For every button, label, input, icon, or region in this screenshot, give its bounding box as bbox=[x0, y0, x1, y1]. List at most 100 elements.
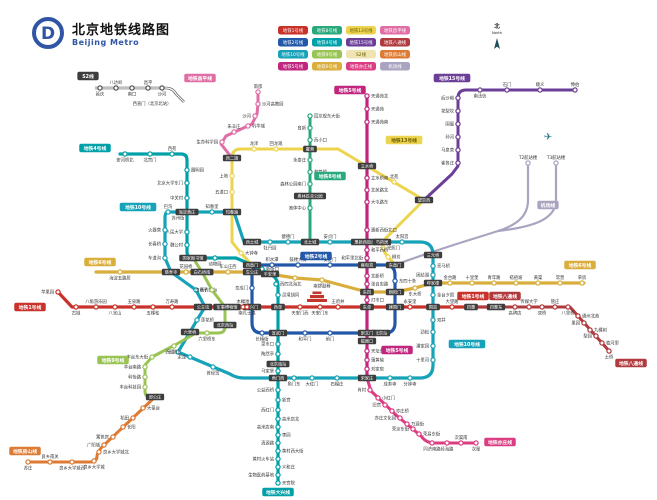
station-badge-label: 北京西站 bbox=[217, 322, 234, 329]
station-dot bbox=[184, 195, 190, 201]
legend-label: 地铁13号线 bbox=[349, 27, 373, 34]
station-dot bbox=[397, 415, 403, 421]
station: 同济南路 bbox=[423, 440, 441, 453]
station-dot bbox=[184, 229, 190, 235]
station-label: 西小口 bbox=[314, 137, 327, 144]
station-label: 中关村 bbox=[170, 195, 184, 202]
line-name-badge-label: 地铁2号线 bbox=[305, 253, 328, 260]
station-badge: 四惠东 bbox=[486, 303, 506, 311]
station: 花园桥 bbox=[180, 263, 193, 275]
station-dot bbox=[307, 169, 313, 175]
station: 回龙观 bbox=[270, 140, 283, 152]
station: 西小口 bbox=[307, 137, 327, 144]
map-extra-label: 西直门（北京北站） bbox=[133, 100, 172, 107]
station-dot bbox=[364, 348, 370, 354]
legend-label: 地铁6号线 bbox=[317, 63, 338, 70]
line-path bbox=[496, 161, 558, 233]
station: 五道口 bbox=[215, 189, 235, 196]
station-label: 十里堡 bbox=[466, 274, 480, 281]
line-path bbox=[422, 88, 577, 202]
station: 土桥 bbox=[605, 348, 614, 361]
station: 顺义 bbox=[536, 82, 545, 93]
station-dot bbox=[147, 151, 153, 157]
station-badge: 四惠 bbox=[464, 303, 478, 311]
station-badge: 公主坟 bbox=[193, 303, 213, 311]
station-label: 木樨地 bbox=[237, 298, 251, 305]
station-label: 万源街 bbox=[411, 421, 425, 428]
legend-label: 地铁亦庄线 bbox=[350, 63, 373, 70]
station-label: 次渠南 bbox=[455, 434, 469, 441]
station-label: 稻田 bbox=[120, 415, 129, 422]
legend-item: 地铁2号线 bbox=[278, 38, 308, 47]
station: 新宫 bbox=[275, 397, 291, 404]
line-name-badge: 地铁房山线 bbox=[9, 446, 41, 456]
station: 亦庄桥 bbox=[389, 408, 410, 415]
tiananmen-icon bbox=[307, 291, 327, 302]
station-dot bbox=[391, 179, 397, 185]
station: 清源路 bbox=[261, 440, 281, 447]
station-dot bbox=[410, 426, 416, 432]
station-dot bbox=[295, 262, 301, 268]
station-badge-label: 东单 bbox=[363, 304, 371, 311]
station-label: 火器营 bbox=[148, 227, 162, 234]
station-badge-label: 北京南站 bbox=[270, 361, 287, 368]
station-dot bbox=[96, 449, 102, 455]
station: 南口 bbox=[128, 85, 136, 98]
line-line15-stations: 崔各庄马泉营孙河国展花梨坎后沙峪南法信石门顺义俸伯 bbox=[441, 81, 579, 166]
station-label: 和平西桥 bbox=[371, 247, 389, 254]
legend-item: 地铁8号线 bbox=[312, 26, 342, 35]
station-dot bbox=[512, 304, 518, 310]
station-badge-label: 呼家楼 bbox=[427, 280, 440, 287]
station: 良乡大学城 bbox=[83, 458, 105, 471]
station-label: 森林公园南门 bbox=[280, 181, 306, 188]
station: 万寿路 bbox=[166, 298, 179, 310]
station-label: 临河里 bbox=[606, 340, 620, 347]
legend: 地铁1号线地铁8号线地铁13号线地铁昌平线地铁2号线地铁4号线地铁15号线地铁八… bbox=[278, 26, 410, 71]
station-dot bbox=[175, 349, 181, 355]
station-dot bbox=[275, 292, 281, 298]
station-label: 天坛东门 bbox=[371, 348, 388, 355]
station-badge: 郭公庄 bbox=[145, 393, 165, 401]
legend-item: S2线 bbox=[346, 50, 376, 59]
line-name-badge: 地铁八通线 bbox=[615, 358, 647, 368]
legend-swatch bbox=[346, 62, 376, 71]
line-name-badge: 地铁亦庄线 bbox=[484, 437, 516, 447]
station-label: 知春里 bbox=[206, 203, 220, 210]
station-badge-label: 崇文门 bbox=[361, 330, 374, 337]
station-dot bbox=[291, 375, 297, 381]
station: 首经贸 bbox=[207, 364, 220, 377]
station-dot bbox=[275, 440, 281, 446]
station-badge: 知春路 bbox=[222, 208, 242, 216]
station-badge: 芍药居 bbox=[372, 238, 392, 246]
station-badge: 磁器口 bbox=[357, 337, 377, 345]
station: 褡裢坡 bbox=[510, 274, 523, 286]
station: 西钓鱼台 bbox=[193, 287, 217, 294]
station-dot bbox=[552, 304, 558, 310]
station: 荣昌东街 bbox=[416, 431, 441, 438]
line-path bbox=[26, 395, 157, 464]
station-dot bbox=[159, 85, 165, 91]
station: 黄村西大街 bbox=[275, 448, 304, 455]
station: 十里河 bbox=[416, 357, 436, 364]
legend-item: 地铁10号线 bbox=[278, 50, 308, 59]
station: 沙河 bbox=[242, 113, 258, 120]
station-dot bbox=[249, 285, 255, 291]
station-dot bbox=[184, 242, 190, 248]
station-label: 鼓楼大街 bbox=[289, 256, 307, 263]
station: 高碑店 bbox=[509, 304, 522, 317]
station-label: 六里桥东 bbox=[198, 336, 216, 343]
station-dot bbox=[150, 304, 156, 310]
station-label: 长阳 bbox=[127, 424, 136, 431]
station-label: 永泰庄 bbox=[293, 157, 307, 164]
station-label: 天通苑南 bbox=[371, 119, 389, 126]
line-name-badge: S2线 bbox=[77, 71, 99, 81]
legend-swatch bbox=[312, 26, 342, 35]
line-name-badge-label: S2线 bbox=[82, 73, 94, 80]
station-dot bbox=[364, 119, 370, 125]
station-label: 惠新西街北口 bbox=[371, 227, 397, 234]
station-dot bbox=[387, 375, 393, 381]
station-label: 石榴庄 bbox=[331, 381, 345, 388]
station-dot bbox=[209, 209, 215, 215]
station: 长阳 bbox=[120, 424, 136, 431]
station: 常营 bbox=[556, 274, 565, 286]
